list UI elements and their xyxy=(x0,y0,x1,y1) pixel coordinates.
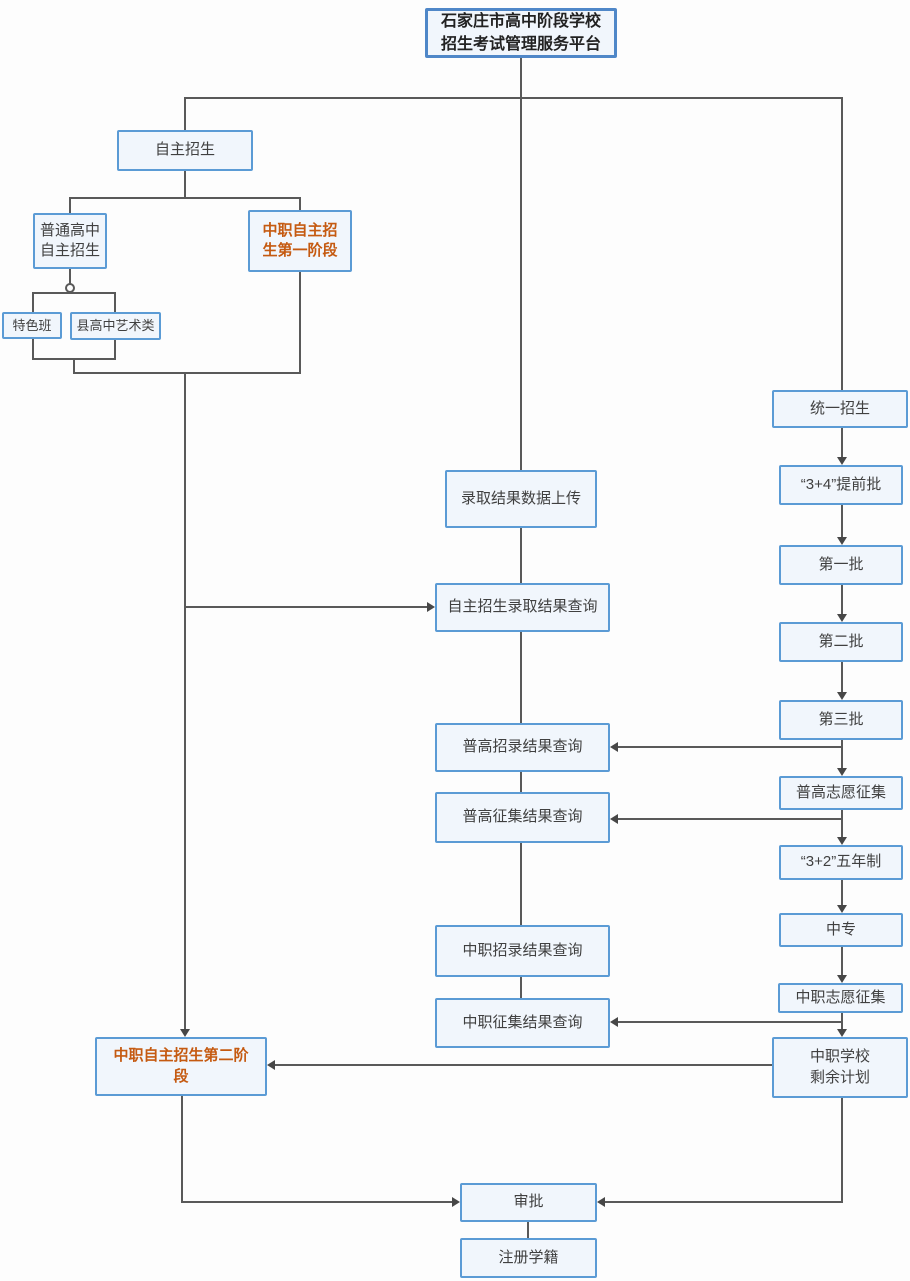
node-admission-result-upload: 录取结果数据上传 xyxy=(445,470,597,528)
connector xyxy=(181,1201,452,1203)
arrow-head xyxy=(427,602,435,612)
node-vocational-collection-result-query: 中职征集结果查询 xyxy=(435,998,610,1048)
node-register-student-status: 注册学籍 xyxy=(460,1238,597,1278)
connector xyxy=(841,662,843,693)
connector xyxy=(520,58,522,98)
connector xyxy=(69,197,301,199)
connector xyxy=(618,746,841,748)
connector xyxy=(841,1013,843,1030)
arrow-head xyxy=(837,457,847,465)
connector xyxy=(184,372,186,1030)
arrow-head xyxy=(837,905,847,913)
node-vocational-admission-result-query: 中职招录结果查询 xyxy=(435,925,610,977)
node-vocational-volunteer-collection: 中职志愿征集 xyxy=(778,983,903,1013)
node-county-arts: 县高中艺术类 xyxy=(70,312,161,340)
connector xyxy=(841,97,843,390)
connector xyxy=(184,171,186,197)
arrow-head xyxy=(837,692,847,700)
arrow-head xyxy=(610,814,618,824)
connector xyxy=(73,358,75,373)
connector xyxy=(841,947,843,976)
node-unified-enrollment: 统一招生 xyxy=(772,390,908,428)
arrow-head xyxy=(837,537,847,545)
connector xyxy=(184,606,427,608)
node-secondary-vocational: 中专 xyxy=(779,913,903,947)
connector xyxy=(181,1096,183,1203)
node-platform-title: 石家庄市高中阶段学校 招生考试管理服务平台 xyxy=(425,8,617,58)
arrow-head xyxy=(610,742,618,752)
arrow-head xyxy=(267,1060,275,1070)
connector xyxy=(69,197,71,213)
connector xyxy=(618,818,841,820)
arrow-head xyxy=(837,768,847,776)
connector xyxy=(605,1201,843,1203)
connector xyxy=(299,197,301,210)
connector xyxy=(299,272,301,374)
node-approval: 审批 xyxy=(460,1183,597,1222)
node-regular-admission-result-query: 普高招录结果查询 xyxy=(435,723,610,772)
node-batch-1: 第一批 xyxy=(779,545,903,585)
connector xyxy=(841,880,843,906)
node-batch-3: 第三批 xyxy=(779,700,903,740)
node-regular-high-school-independent: 普通高中 自主招生 xyxy=(33,213,107,269)
connector xyxy=(520,97,522,1048)
arrow-head xyxy=(837,837,847,845)
connector xyxy=(69,269,71,284)
arrow-head xyxy=(610,1017,618,1027)
connector xyxy=(184,97,842,99)
arrow-head xyxy=(837,1029,847,1037)
node-independent-result-query: 自主招生录取结果查询 xyxy=(435,583,610,632)
node-vocational-remaining-plan: 中职学校 剩余计划 xyxy=(772,1037,908,1098)
arrow-head xyxy=(597,1197,605,1207)
connector xyxy=(841,810,843,838)
connector xyxy=(841,740,843,769)
connector xyxy=(841,1098,843,1203)
connector xyxy=(841,585,843,615)
node-regular-collection-result-query: 普高征集结果查询 xyxy=(435,792,610,843)
arrow-head xyxy=(837,614,847,622)
connector xyxy=(184,97,186,130)
arrow-head xyxy=(837,975,847,983)
arrow-head xyxy=(452,1197,460,1207)
connector xyxy=(73,372,301,374)
arrow-head xyxy=(180,1029,190,1037)
node-special-class: 特色班 xyxy=(2,312,62,339)
node-vocational-independent-stage1: 中职自主招 生第一阶段 xyxy=(248,210,352,272)
connector xyxy=(275,1064,772,1066)
node-batch-2: 第二批 xyxy=(779,622,903,662)
connector xyxy=(841,505,843,538)
connector xyxy=(618,1021,841,1023)
node-3plus4-early-batch: “3+4”提前批 xyxy=(779,465,903,505)
node-vocational-independent-stage2: 中职自主招生第二阶 段 xyxy=(95,1037,267,1096)
node-3plus2-five-year: “3+2”五年制 xyxy=(779,845,903,880)
node-independent-enrollment: 自主招生 xyxy=(117,130,253,171)
connector xyxy=(841,428,843,458)
connector xyxy=(527,1222,529,1238)
node-regular-volunteer-collection: 普高志愿征集 xyxy=(779,776,903,810)
connector xyxy=(32,292,116,294)
